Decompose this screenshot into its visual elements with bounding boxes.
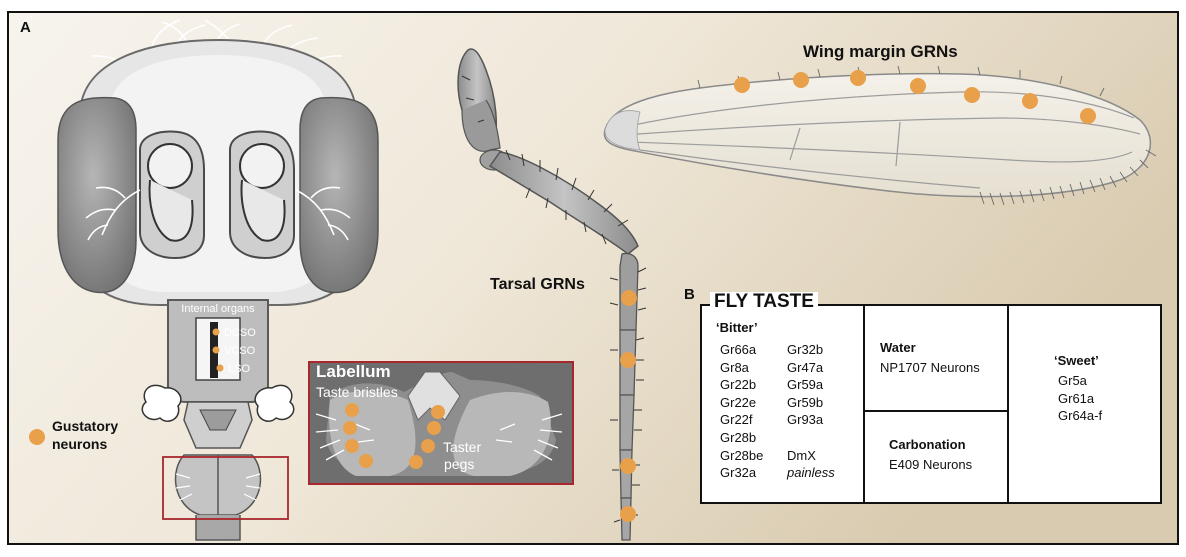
legend-label-line1: Gustatory [52, 418, 118, 434]
sweet-column: Gr5a Gr61a Gr64a-f [1058, 372, 1102, 425]
bitter-receptor: Gr22b [720, 376, 763, 394]
bitter-receptor: Gr28be [720, 447, 763, 465]
bitter-receptor: Gr32a [720, 464, 763, 482]
bitter-receptor: Gr28b [720, 429, 763, 447]
bitter-receptor: Gr22e [720, 394, 763, 412]
fly-taste-title: FLY TASTE [710, 292, 818, 312]
table-divider-1 [863, 304, 865, 504]
internal-organs-label: Internal organs [181, 303, 255, 315]
bitter-receptor: Gr59a [787, 376, 835, 394]
bitter-receptor: DmX [787, 447, 835, 465]
sweet-receptor: Gr64a-f [1058, 407, 1102, 425]
taste-bristles-label: Taste bristles [316, 384, 398, 400]
bitter-receptor: painless [787, 464, 835, 482]
bitter-receptor: Gr22f [720, 411, 763, 429]
labellum-title: Labellum [316, 362, 391, 381]
gustatory-neuron-legend-dot [29, 429, 45, 445]
sweet-receptor: Gr5a [1058, 372, 1102, 390]
sweet-receptor: Gr61a [1058, 390, 1102, 408]
organ-label-dcso: DCSO [224, 327, 256, 339]
bitter-column-1: Gr66a Gr8a Gr22b Gr22e Gr22f Gr28b Gr28b… [720, 341, 763, 482]
carbonation-item: E409 Neurons [889, 456, 972, 474]
bitter-column-2: Gr32b Gr47a Gr59a Gr59b Gr93a DmX painle… [787, 341, 835, 482]
water-item: NP1707 Neurons [880, 359, 980, 377]
bitter-receptor: Gr66a [720, 341, 763, 359]
organ-label-lso: LSO [228, 363, 250, 375]
taste-pegs-label-line2: pegs [444, 456, 474, 472]
bitter-receptor: Gr32b [787, 341, 835, 359]
bitter-receptor: Gr8a [720, 359, 763, 377]
wing-margin-grns-label: Wing margin GRNs [803, 42, 958, 61]
bitter-title: ‘Bitter’ [716, 320, 758, 335]
tarsal-grns-label: Tarsal GRNs [490, 276, 585, 293]
panel-b-label: B [684, 286, 695, 303]
bitter-receptor [787, 429, 835, 447]
bitter-receptor: Gr47a [787, 359, 835, 377]
sweet-title: ‘Sweet’ [1054, 353, 1099, 368]
organ-label-vcso: VCSO [224, 345, 256, 357]
table-divider-2 [1007, 304, 1009, 504]
bitter-receptor: Gr93a [787, 411, 835, 429]
carbonation-title: Carbonation [889, 437, 966, 452]
panel-a-label: A [20, 19, 31, 36]
table-divider-3 [863, 410, 1009, 412]
legend-label-line2: neurons [52, 436, 107, 452]
bitter-receptor: Gr59b [787, 394, 835, 412]
labellum-inset: Labellum Taste bristles Taster pegs [309, 362, 573, 484]
water-title: Water [880, 340, 916, 355]
taste-pegs-label-line1: Taster [443, 439, 481, 455]
